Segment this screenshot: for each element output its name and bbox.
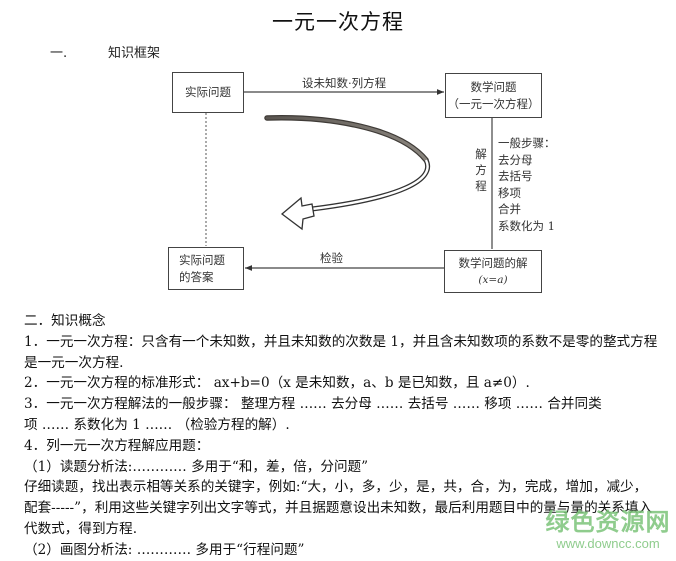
box-math-solution-sublabel: (x=a)	[478, 273, 508, 286]
paragraph-line: （2）画图分析法: ………… 多用于“行程问题”	[24, 541, 305, 558]
diagram-connectors	[205, 89, 493, 271]
paragraph-line: 仔细读题，找出表示相等关系的关键字，例如:“大，小，多，少，是，共，合，为，完成…	[24, 479, 648, 496]
return-arrow-head-icon	[280, 196, 315, 231]
box-math-solution: 数学问题的解 (x=a)	[444, 250, 542, 293]
paragraph-line: 3．一元一次方程解法的一般步骤： 整理方程 …… 去分母 …… 去括号 …… 移…	[24, 396, 602, 413]
step-item: 系数化为 1	[498, 218, 555, 233]
section-1-number: 一.	[50, 46, 68, 61]
box-real-problem-label: 实际问题	[185, 85, 231, 99]
watermark-url: www.downcc.com	[556, 536, 660, 551]
knowledge-framework-diagram: 实际问题 数学问题 （一元一次方程） 实际问题 的答案 数学问题的解 (x=a)…	[168, 72, 556, 293]
box-math-solution-label: 数学问题的解	[458, 255, 528, 270]
paragraph-line: 4．列一元一次方程解应用题：	[24, 437, 210, 454]
section-2-knowledge-concepts: 二．知识概念 1．一元一次方程：只含有一个未知数，并且未知数的次数是 1，并且含…	[24, 311, 674, 561]
box-real-answer-sublabel: 的答案	[179, 269, 214, 284]
vertical-label-char: 解	[475, 147, 487, 161]
paragraph-line: 代数式，得到方程.	[24, 520, 138, 537]
paragraph-line: 2．一元一次方程的标准形式： ax+b=0（x 是未知数，a、b 是已知数，且 …	[24, 375, 530, 392]
step-item: 去分母	[498, 152, 533, 167]
vertical-label-solve: 解 方 程	[474, 146, 488, 194]
paragraph-line: 项 …… 系数化为 1 …… （检验方程的解）.	[24, 416, 290, 433]
box-real-answer-label: 实际问题	[179, 252, 225, 267]
arrow-label-set-unknown: 设未知数·列方程	[302, 76, 387, 90]
vertical-label-char: 方	[475, 163, 487, 177]
watermark-name: 绿色资源网	[545, 508, 671, 536]
document-title: 一元一次方程	[272, 10, 404, 34]
paragraph-line: 配套-----”，利用这些关键字列出文字等式，并且据题意设出未知数，最后利用题目…	[24, 500, 653, 517]
site-watermark: 绿色资源网 www.downcc.com	[543, 508, 673, 551]
step-item: 合并	[498, 202, 521, 216]
paragraph-line: 1．一元一次方程：只含有一个未知数，并且未知数的次数是 1，并且含未知数项的系数…	[24, 333, 658, 350]
box-real-answer: 实际问题 的答案	[168, 247, 244, 290]
section-1-title: 知识框架	[108, 46, 161, 61]
box-math-problem-sublabel: （一元一次方程）	[447, 96, 540, 111]
box-math-problem: 数学问题 （一元一次方程）	[445, 73, 542, 118]
section-2-heading: 二．知识概念	[24, 313, 106, 329]
vertical-label-char: 程	[475, 179, 487, 193]
general-steps-list: 一般步骤： 去分母 去括号 移项 合并 系数化为 1	[498, 135, 556, 234]
step-item: 去括号	[498, 169, 533, 183]
step-item: 移项	[498, 185, 521, 200]
section-1-heading: 一. 知识框架	[50, 42, 160, 61]
box-real-problem: 实际问题	[172, 72, 244, 113]
paragraph-line: 是一元一次方程.	[24, 354, 124, 371]
steps-heading: 一般步骤：	[498, 136, 556, 150]
arrow-label-check: 检验	[320, 251, 343, 265]
paragraph-line: （1）读题分析法:………… 多用于“和，差，倍，分问题”	[24, 458, 369, 475]
box-math-problem-label: 数学问题	[470, 79, 517, 94]
